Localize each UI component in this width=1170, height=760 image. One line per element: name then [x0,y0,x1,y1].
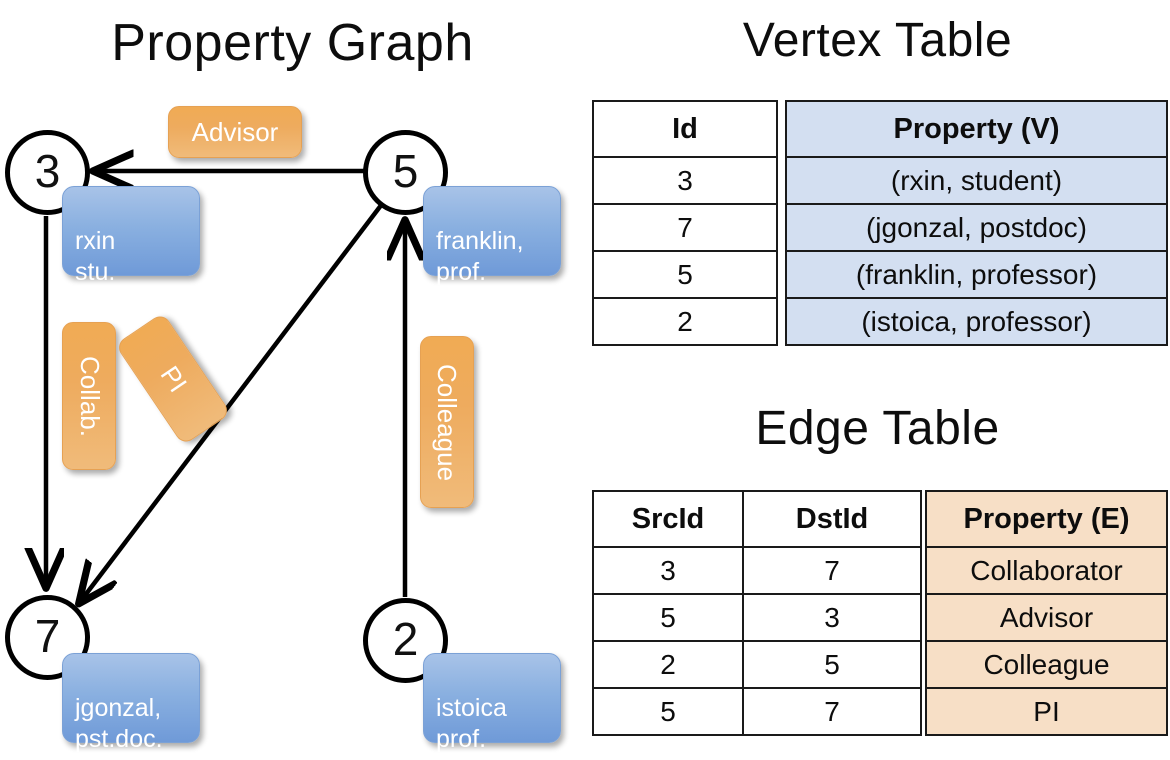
table-row[interactable]: 2 5 [592,640,922,689]
edge-table-cell-dstid: 5 [742,640,922,689]
table-row[interactable]: 5 3 [592,593,922,642]
graph-node-2-label: 2 [392,612,419,665]
graph-node-5[interactable]: 5 [363,130,448,215]
table-header-row: Id [592,100,778,158]
vertex-property-box-2[interactable]: istoica prof. [423,653,561,753]
page-title-edge-table: Edge Table [755,402,1000,455]
vertex-table-property-column: Property (V) (rxin, student) (jgonzal, p… [785,100,1168,346]
table-row[interactable]: 3 7 [592,546,922,595]
graph-node-3-label: 3 [34,144,61,197]
edge-label-pi-text: PI [154,360,193,398]
edge-table-cell-property: Advisor [925,593,1168,642]
edge-table-header-dstid: DstId [742,490,922,548]
edge-table-header-srcid: SrcId [592,490,744,548]
edge-label-advisor[interactable]: Advisor [168,106,302,158]
table-row[interactable]: (rxin, student) [785,156,1168,205]
edge-label-colleague[interactable]: Colleague [420,336,474,508]
vertex-property-box-3[interactable]: rxin stu. [62,186,200,286]
table-header-row: Property (E) [925,490,1168,548]
vertex-property-box-7[interactable]: jgonzal, pst.doc. [62,653,200,753]
table-row[interactable]: PI [925,687,1168,736]
edge-table-cell-srcid: 3 [592,546,744,595]
vertex-table-cell-property: (rxin, student) [785,156,1168,205]
table-row[interactable]: 5 [592,250,778,299]
edge-table-cell-srcid: 5 [592,593,744,642]
vertex-property-box-2-text: istoica prof. [436,694,507,753]
vertex-table-header-property: Property (V) [785,100,1168,158]
table-row[interactable]: Colleague [925,640,1168,689]
edge-table-cell-property: PI [925,687,1168,736]
vertex-table-cell-property: (jgonzal, postdoc) [785,203,1168,252]
table-row[interactable]: (jgonzal, postdoc) [785,203,1168,252]
vertex-table-cell-id: 2 [592,297,778,346]
vertex-table-cell-id: 5 [592,250,778,299]
table-row[interactable]: Collaborator [925,546,1168,595]
edge-table-cell-property: Collaborator [925,546,1168,595]
edge-label-collab[interactable]: Collab. [62,322,116,470]
edge-table-cell-dstid: 7 [742,687,922,736]
vertex-property-box-5-text: franklin, prof. [436,227,524,286]
vertex-table-cell-id: 7 [592,203,778,252]
table-row[interactable]: Advisor [925,593,1168,642]
edge-table-cell-dstid: 7 [742,546,922,595]
graph-node-2[interactable]: 2 [363,598,448,683]
edge-table-cell-srcid: 5 [592,687,744,736]
edge-table-property-column: Property (E) Collaborator Advisor Collea… [925,490,1168,736]
graph-node-7-label: 7 [34,609,61,662]
edge-table-id-columns: SrcId DstId 3 7 5 3 2 5 5 7 [592,490,922,736]
table-row[interactable]: 2 [592,297,778,346]
vertex-table-cell-property: (franklin, professor) [785,250,1168,299]
table-row[interactable]: 3 [592,156,778,205]
vertex-property-box-5[interactable]: franklin, prof. [423,186,561,286]
vertex-table-cell-property: (istoica, professor) [785,297,1168,346]
edge-label-collab-text: Collab. [74,355,105,437]
edge-label-advisor-text: Advisor [191,116,279,147]
table-row[interactable]: (franklin, professor) [785,250,1168,299]
edge-table-cell-property: Colleague [925,640,1168,689]
edge-table-cell-dstid: 3 [742,593,922,642]
page-title-vertex-table: Vertex Table [742,14,1013,67]
table-row[interactable]: 7 [592,203,778,252]
table-row[interactable]: 5 7 [592,687,922,736]
edge-table-header-property: Property (E) [925,490,1168,548]
table-row[interactable]: (istoica, professor) [785,297,1168,346]
vertex-table-id-column: Id 3 7 5 2 [592,100,778,346]
vertex-property-box-3-text: rxin stu. [75,227,116,286]
table-header-row: Property (V) [785,100,1168,158]
graph-node-5-label: 5 [392,144,419,197]
page-title-property-graph: Property Graph [111,14,474,72]
vertex-table-cell-id: 3 [592,156,778,205]
graph-edges-svg [0,0,585,760]
vertex-table-header-id: Id [592,100,778,158]
vertex-property-box-7-text: jgonzal, pst.doc. [75,694,163,753]
edge-label-colleague-text: Colleague [432,363,463,481]
edge-arrow-5-to-7 [80,202,384,602]
edge-table-cell-srcid: 2 [592,640,744,689]
table-header-row: SrcId DstId [592,490,922,548]
